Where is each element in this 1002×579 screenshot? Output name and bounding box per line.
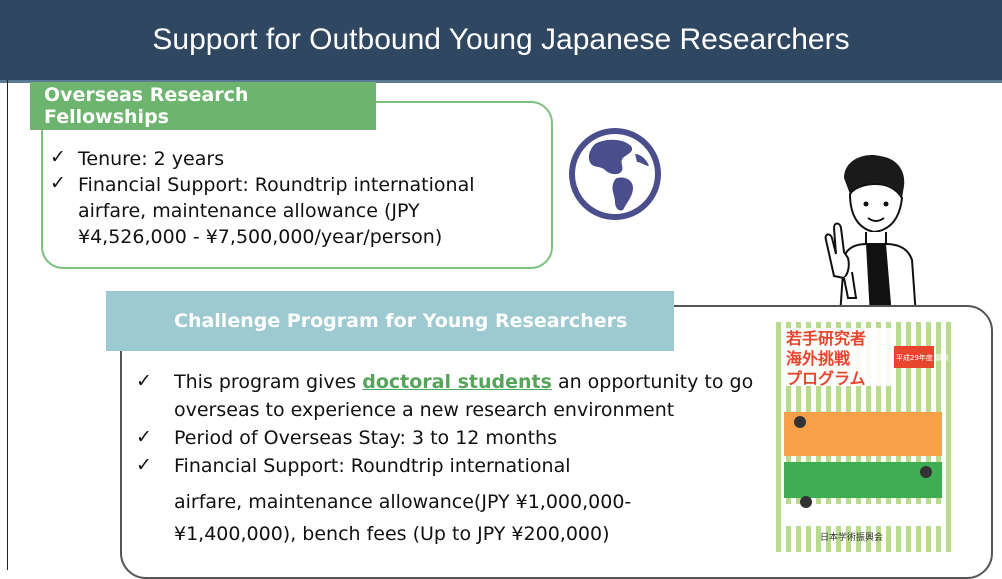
challenge-tag: Challenge Program for Young Researchers — [106, 291, 674, 351]
fellowship-bullet: ¥4,526,000 - ¥7,500,000/year/person) — [78, 226, 443, 248]
globe-icon — [569, 128, 661, 220]
program-poster: 若手研究者 海外挑戦 プログラム 平成29年度 募集 日本学術振興会 — [776, 322, 951, 552]
title-bar: Support for Outbound Young Japanese Rese… — [0, 0, 1002, 83]
left-divider — [7, 80, 8, 570]
challenge-bullet-3: Financial Support: Roundtrip internation… — [174, 455, 571, 477]
fellowship-bullet: Financial Support: Roundtrip internation… — [78, 174, 475, 196]
check-icon: ✓ — [50, 172, 66, 194]
check-icon: ✓ — [50, 146, 66, 168]
challenge-bullet-2: Period of Overseas Stay: 3 to 12 months — [174, 427, 557, 449]
check-icon: ✓ — [136, 370, 152, 392]
doctoral-students-link[interactable]: doctoral students — [362, 371, 552, 393]
page-title: Support for Outbound Young Japanese Rese… — [152, 23, 850, 56]
researcher-illustration — [824, 154, 918, 316]
bullet-text: This program gives — [174, 371, 363, 393]
check-icon: ✓ — [136, 454, 152, 476]
challenge-bullet-3-cont: airfare, maintenance allowance(JPY ¥1,00… — [174, 491, 632, 513]
poster-title-line1: 若手研究者 — [785, 329, 866, 348]
challenge-tag-label: Challenge Program for Young Researchers — [174, 310, 628, 332]
fellowship-tag: Overseas Research Fellowships — [30, 82, 376, 130]
poster-footer: 日本学術振興会 — [820, 531, 883, 543]
fellowship-bullet: airfare, maintenance allowance (JPY — [78, 200, 420, 222]
fellowship-bullet: Tenure: 2 years — [78, 148, 225, 170]
challenge-bullet-3-cont: ¥1,400,000), bench fees (Up to JPY ¥200,… — [174, 523, 610, 545]
fellowship-tag-label: Overseas Research Fellowships — [44, 84, 249, 128]
poster-title-line3: プログラム — [786, 369, 866, 388]
challenge-bullet-1-cont: overseas to experience a new research en… — [174, 399, 675, 421]
poster-badge: 平成29年度 募集 — [896, 353, 949, 362]
challenge-bullet-1: This program gives doctoral students an … — [174, 368, 753, 396]
poster-title-line2: 海外挑戦 — [786, 349, 851, 368]
bullet-text: an opportunity to go — [551, 371, 754, 393]
check-icon: ✓ — [136, 426, 152, 448]
